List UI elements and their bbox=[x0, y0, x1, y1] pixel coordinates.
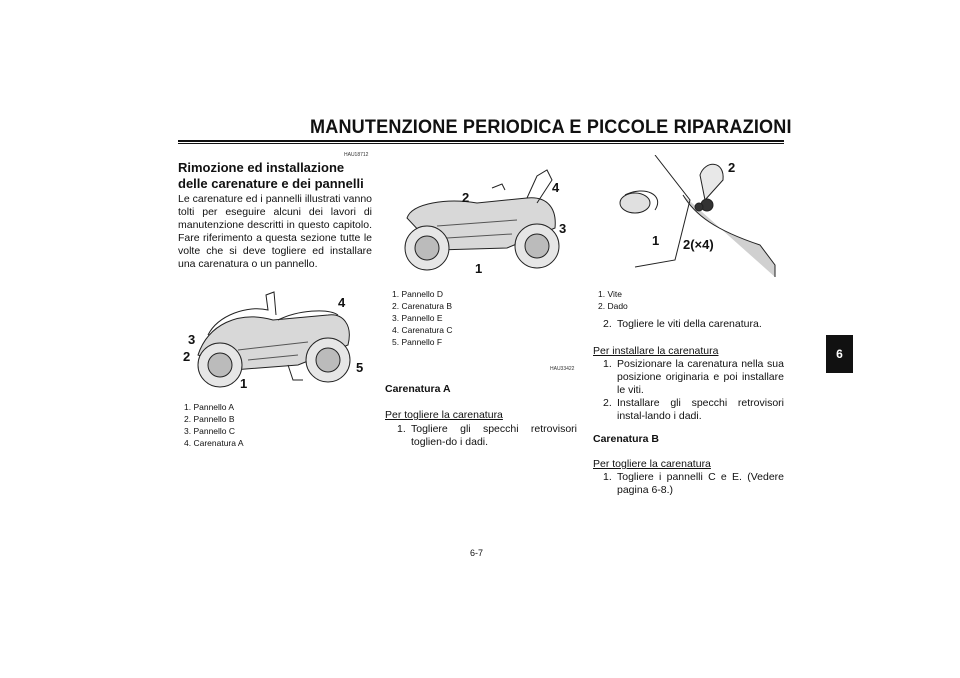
caption-list-middle: 1. Pannello D 2. Carenatura B 3. Pannell… bbox=[392, 288, 452, 348]
callout-1: 1 bbox=[475, 261, 483, 276]
caption-item: 2. Pannello B bbox=[184, 414, 235, 424]
scooter-figure-right: 2 4 3 1 bbox=[387, 158, 587, 278]
section-title-carenatura-a: Carenatura A bbox=[385, 383, 451, 395]
intro-paragraph: Le carenature ed i pannelli illustrati v… bbox=[178, 193, 372, 270]
callout-1: 1 bbox=[652, 233, 660, 248]
callout-2: 2 bbox=[183, 349, 191, 364]
caption-item: 1. Pannello A bbox=[184, 402, 235, 412]
caption-item: 4. Carenatura C bbox=[392, 325, 453, 335]
callout-4: 4 bbox=[552, 180, 560, 195]
header-rule-thin bbox=[178, 143, 784, 144]
step-item: 1. Togliere gli specchi retrovisori togl… bbox=[397, 423, 577, 448]
scooter-left-illustration bbox=[197, 291, 351, 388]
caption-item: 1. Vite bbox=[598, 289, 622, 299]
caption-item: 1. Pannello D bbox=[392, 289, 444, 299]
page-header-title: MANUTENZIONE PERIODICA E PICCOLE RIPARAZ… bbox=[310, 117, 792, 138]
step-item: 2. Togliere le viti della carenatura. bbox=[603, 318, 762, 330]
remove-steps-a-cont: 2. Togliere le viti della carenatura. bbox=[603, 318, 783, 331]
scooter-figure-left: 4 3 2 1 5 bbox=[178, 280, 374, 395]
install-steps: 1. Posizionare la carenatura nella sua p… bbox=[603, 358, 784, 423]
subsection-remove-b: Per togliere la carenatura bbox=[593, 458, 711, 470]
caption-item: 2. Carenatura B bbox=[392, 301, 453, 311]
remove-steps-b: 1. Togliere i pannelli C e E. (Vedere pa… bbox=[603, 471, 784, 497]
callout-2: 2 bbox=[728, 160, 736, 175]
caption-list-right: 1. Vite 2. Dado bbox=[598, 288, 628, 312]
callout-2x4: 2(×4) bbox=[683, 237, 714, 252]
caption-list-left: 1. Pannello A 2. Pannello B 3. Pannello … bbox=[184, 401, 244, 449]
header-rule bbox=[178, 140, 784, 142]
caption-item: 4. Carenatura A bbox=[184, 438, 244, 448]
chapter-tab: 6 bbox=[826, 335, 853, 373]
callout-1: 1 bbox=[240, 376, 248, 391]
step-item: 1. Posizionare la carenatura nella sua p… bbox=[603, 358, 784, 396]
mirror-illustration bbox=[619, 154, 776, 277]
callout-5: 5 bbox=[356, 360, 364, 375]
doc-code: HAU18712 bbox=[344, 152, 369, 158]
callout-3: 3 bbox=[559, 221, 567, 236]
subsection-remove: Per togliere la carenatura bbox=[385, 409, 503, 421]
mirror-figure: 2 1 2(×4) bbox=[595, 154, 785, 277]
caption-item: 2. Dado bbox=[598, 301, 628, 311]
callout-4: 4 bbox=[338, 295, 346, 310]
step-item: 2. Installare gli specchi retrovisori in… bbox=[603, 397, 784, 422]
remove-steps-a: 1. Togliere gli specchi retrovisori togl… bbox=[397, 423, 577, 449]
step-item: 1. Togliere i pannelli C e E. (Vedere pa… bbox=[603, 471, 784, 496]
callout-2: 2 bbox=[462, 190, 470, 205]
subsection-install: Per installare la carenatura bbox=[593, 345, 719, 357]
scooter-right-illustration bbox=[404, 169, 560, 271]
callout-3: 3 bbox=[188, 332, 196, 347]
section-heading: Rimozione ed installazione delle carenat… bbox=[178, 160, 364, 191]
section-title-carenatura-b: Carenatura B bbox=[593, 433, 659, 445]
caption-item: 5. Pannello F bbox=[392, 337, 443, 347]
page-number: 6-7 bbox=[470, 548, 484, 558]
doc-code: HAU33422 bbox=[550, 366, 575, 372]
caption-item: 3. Pannello C bbox=[184, 426, 236, 436]
caption-item: 3. Pannello E bbox=[392, 313, 443, 323]
